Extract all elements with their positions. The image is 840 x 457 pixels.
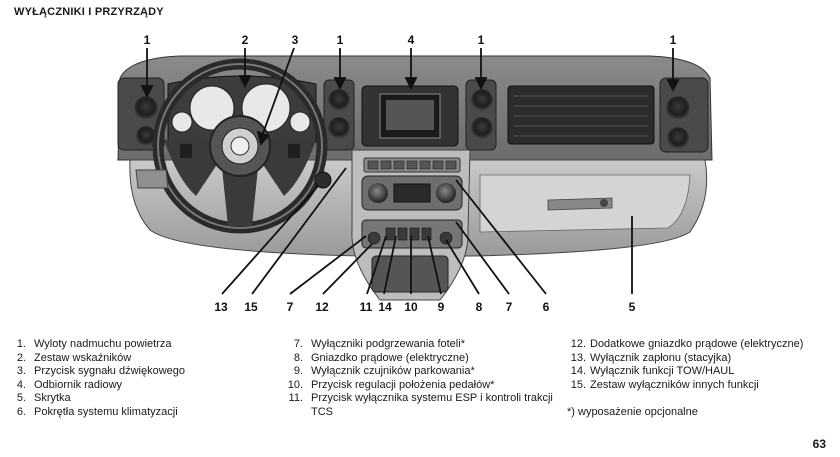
passenger-panel xyxy=(507,85,655,145)
legend-item: 2.Zestaw wskaźników xyxy=(16,351,132,364)
legend-item: 9.Wyłącznik czujników parkowania* xyxy=(293,365,475,378)
callout-top-6: 1 xyxy=(478,33,485,47)
top-callouts: 1 2 3 1 4 1 1 xyxy=(144,33,677,47)
callout-bottom-9: 8 xyxy=(476,300,483,314)
callout-bottom-3: 7 xyxy=(287,300,294,314)
dashboard-illustration: 1 2 3 1 4 1 1 13 15 7 12 11 14 10 9 8 7 … xyxy=(117,33,713,314)
dashboard-drawing: 1 2 3 1 4 1 1 13 15 7 12 11 14 10 9 8 7 … xyxy=(117,33,713,314)
legend-item: 10.Przycisk regulacji położenia pedałów* xyxy=(287,378,495,391)
callout-bottom-7: 10 xyxy=(404,300,418,314)
callout-bottom-8: 9 xyxy=(438,300,445,314)
callout-bottom-1: 13 xyxy=(214,300,228,314)
steering-wheel xyxy=(152,58,332,234)
legend-item: 11.Przycisk wyłącznika systemu ESP i kon… xyxy=(288,392,553,418)
legend-column-2: 7.Wyłączniki podgrzewania foteli* 8.Gnia… xyxy=(284,338,556,420)
bottom-leader-lines xyxy=(221,167,633,295)
page-title: WYŁĄCZNIKI I PRZYRZĄDY xyxy=(14,6,164,18)
callout-bottom-4: 12 xyxy=(315,300,329,314)
callout-top-1: 1 xyxy=(144,33,151,47)
callout-bottom-10: 7 xyxy=(506,300,513,314)
passenger-panel-lines xyxy=(514,95,648,137)
callout-bottom-2: 15 xyxy=(244,300,258,314)
top-leader-lines xyxy=(140,47,680,146)
legend-item: 1.Wyloty nadmuchu powietrza xyxy=(16,338,172,350)
callout-bottom-5: 11 xyxy=(360,300,373,314)
callout-top-4: 1 xyxy=(337,33,344,47)
callout-bottom-12: 5 xyxy=(629,300,636,314)
radio-unit xyxy=(361,85,459,147)
legend-column-1: 1.Wyloty nadmuchu powietrza 2.Zestaw wsk… xyxy=(8,338,185,420)
callout-top-5: 4 xyxy=(408,33,415,47)
callout-top-7: 1 xyxy=(670,33,677,47)
legend-item: 7.Wyłączniki podgrzewania foteli* xyxy=(293,338,465,350)
legend-item: 8.Gniazdko prądowe (elektryczne) xyxy=(293,351,469,364)
instrument-cluster xyxy=(167,75,317,143)
legend-item: 4.Odbiornik radiowy xyxy=(16,378,123,391)
page-number: 63 xyxy=(812,437,826,451)
legend-item: 15.Zestaw wyłączników innych funkcji xyxy=(570,378,759,391)
legend-item: 14.Wyłącznik funkcji TOW/HAUL xyxy=(570,365,735,378)
callout-top-2: 2 xyxy=(242,33,249,47)
legend-item: 5.Skrytka xyxy=(16,392,71,405)
left-lower-panel xyxy=(135,169,169,189)
callout-bottom-6: 14 xyxy=(378,300,392,314)
legend-item: 12.Dodatkowe gniazdko prądowe (elektrycz… xyxy=(570,338,804,350)
legend-item: 3.Przycisk sygnału dźwiękowego xyxy=(16,365,186,378)
bottom-callouts: 13 15 7 12 11 14 10 9 8 7 6 5 xyxy=(214,300,635,314)
callout-top-3: 3 xyxy=(292,33,299,47)
legend-column-3: 12.Dodatkowe gniazdko prądowe (elektrycz… xyxy=(565,338,803,420)
center-console xyxy=(351,149,471,301)
callout-bottom-11: 6 xyxy=(543,300,550,314)
legend-item: 13.Wyłącznik zapłonu (stacyjka) xyxy=(570,351,732,364)
legend-item: 6.Pokrętła systemu klimatyzacji xyxy=(16,405,178,418)
optional-equipment-note: *) wyposażenie opcjonalne xyxy=(567,406,698,419)
